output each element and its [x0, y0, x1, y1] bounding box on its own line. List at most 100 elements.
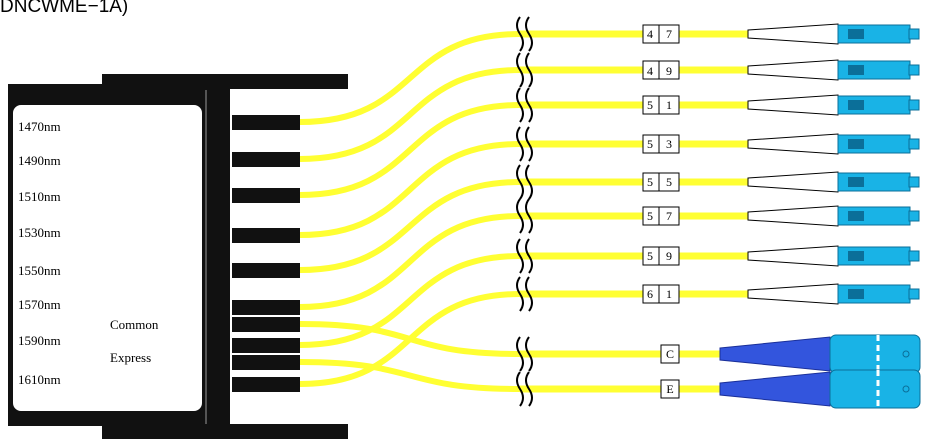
- wavelength-label: 1470nm: [18, 119, 61, 134]
- fiber-curve: [299, 321, 521, 357]
- port-block: [232, 228, 300, 243]
- port-block: [232, 338, 300, 353]
- fiber-curve: [299, 67, 521, 162]
- channel-tag-digit: 6: [647, 287, 653, 301]
- channel-tag-digit: 5: [647, 137, 653, 151]
- lc-boot: [747, 205, 839, 227]
- channel-tag-box: [642, 284, 680, 304]
- lc-connector-ferrule: [908, 138, 920, 150]
- channel-tag-box: [642, 95, 680, 115]
- port-block: [232, 300, 300, 315]
- lc-connector-ferrule: [908, 210, 920, 222]
- channel-tag-box: [642, 172, 680, 192]
- lc-boot: [747, 23, 839, 45]
- end-tag-box: [660, 379, 680, 399]
- lc-connector-latch: [848, 29, 864, 39]
- lc-boot: [747, 59, 839, 81]
- fiber-break-mark: [516, 198, 524, 234]
- wavelength-label: 1610nm: [18, 372, 61, 387]
- common-port-label: Common: [110, 317, 159, 332]
- channel-tag-box: [642, 246, 680, 266]
- channel-tag-digit: 5: [647, 98, 653, 112]
- lc-connector-ferrule: [908, 176, 920, 188]
- lc-boot: [747, 133, 839, 155]
- fiber-break-mark: [525, 371, 533, 407]
- lc-boot: [747, 171, 839, 193]
- channel-tag-box: [642, 24, 680, 44]
- module-panel: [11, 103, 204, 413]
- channel-tag-box: [642, 206, 680, 226]
- fiber-break-mark: [516, 87, 524, 123]
- express-tag: E: [666, 382, 674, 396]
- lc-connector-ferrule: [908, 99, 920, 111]
- channel-tag-digit: 9: [666, 249, 672, 263]
- fiber-curve: [299, 102, 521, 198]
- port-block: [232, 115, 300, 130]
- lc-connector-latch: [848, 211, 864, 221]
- lc-connector-ferrule: [908, 250, 920, 262]
- wavelength-label: 1490nm: [18, 153, 61, 168]
- fiber-break-mark: [525, 276, 533, 312]
- wavelength-label: 1530nm: [18, 225, 61, 240]
- fiber-curve: [299, 359, 521, 392]
- wavelength-label: 1550nm: [18, 263, 61, 278]
- lc-connector-latch: [848, 100, 864, 110]
- channel-tag-digit: 1: [666, 287, 672, 301]
- module-bottom-bar: [102, 424, 348, 439]
- fiber-curve: [299, 31, 521, 125]
- port-block: [232, 152, 300, 167]
- lc-boot: [747, 94, 839, 116]
- channel-tag-box: [642, 60, 680, 80]
- channel-tag-digit: 7: [666, 27, 672, 41]
- fiber-break-mark: [516, 16, 524, 52]
- channel-tag-digit: 7: [666, 209, 672, 223]
- fiber-break-mark: [516, 336, 524, 372]
- fiber-curve: [299, 141, 521, 238]
- channel-tag-digit: 4: [647, 64, 653, 78]
- wavelength-label: 1510nm: [18, 189, 61, 204]
- fiber-curve: [299, 213, 521, 310]
- lc-connector-latch: [848, 251, 864, 261]
- port-block: [232, 355, 300, 370]
- fiber-break-mark: [525, 87, 533, 123]
- channel-tag-digit: 1: [666, 98, 672, 112]
- lc-connector-latch: [848, 289, 864, 299]
- fiber-break-mark: [525, 52, 533, 88]
- port-block: [232, 263, 300, 278]
- fiber-curve: [299, 253, 521, 348]
- sc-connector-ferrule: [902, 350, 910, 358]
- fiber-break-mark: [516, 164, 524, 200]
- port-block: [232, 188, 300, 203]
- sc-connector-body: [829, 334, 921, 374]
- lc-connector-ferrule: [908, 288, 920, 300]
- wavelength-label: 1570nm: [18, 297, 61, 312]
- wavelength-label: 1590nm: [18, 333, 61, 348]
- fiber-break-mark: [516, 238, 524, 274]
- sc-connector-ferrule: [902, 385, 910, 393]
- sc-boot: [719, 371, 831, 407]
- channel-tag-box: [642, 134, 680, 154]
- fiber-break-mark: [516, 52, 524, 88]
- sc-connector-body: [829, 369, 921, 409]
- lc-boot: [747, 283, 839, 305]
- fiber-break-mark: [516, 276, 524, 312]
- port-block: [232, 377, 300, 392]
- lc-connector-latch: [848, 139, 864, 149]
- port-block: [232, 317, 300, 332]
- page-title: DNCWME−1A): [0, 0, 129, 17]
- fiber-curve: [299, 179, 521, 273]
- channel-tag-digit: 9: [666, 64, 672, 78]
- fiber-break-mark: [525, 164, 533, 200]
- lc-boot: [747, 245, 839, 267]
- express-port-label: Express: [110, 350, 152, 365]
- end-tag-box: [660, 344, 680, 364]
- channel-tag-digit: 5: [647, 175, 653, 189]
- lc-connector-ferrule: [908, 28, 920, 40]
- fiber-break-mark: [525, 336, 533, 372]
- fiber-break-mark: [525, 238, 533, 274]
- fiber-break-mark: [516, 371, 524, 407]
- lc-connector-latch: [848, 177, 864, 187]
- lc-connector-latch: [848, 65, 864, 75]
- fiber-break-mark: [516, 126, 524, 162]
